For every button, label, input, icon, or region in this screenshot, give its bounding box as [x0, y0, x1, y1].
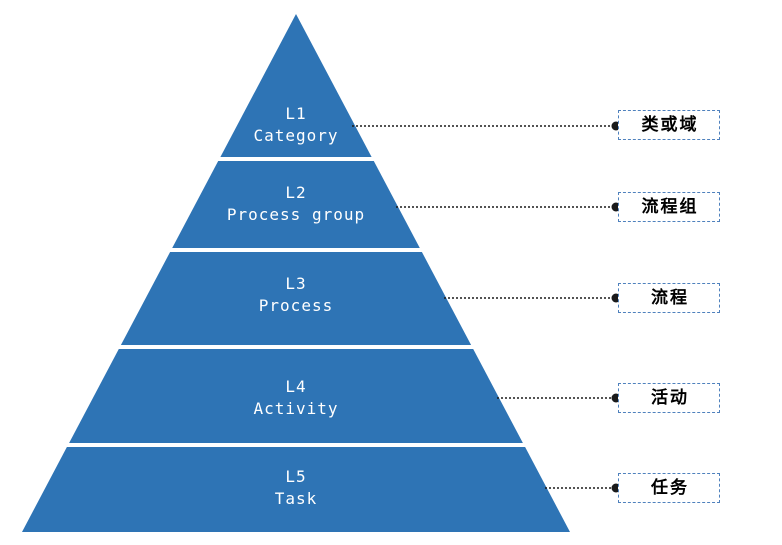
- callout-box-3: 流程: [618, 283, 720, 313]
- pyramid-level-2-shape: [172, 161, 420, 248]
- pyramid-level-4-shape: [69, 349, 523, 443]
- callout-text-2: 流程组: [641, 196, 699, 217]
- callout-text-1: 类或域: [641, 114, 699, 135]
- callout-text-3: 流程: [651, 287, 689, 308]
- pyramid-level-1-shape: [220, 14, 372, 157]
- pyramid-level-3-shape: [120, 252, 472, 345]
- callout-box-5: 任务: [618, 473, 720, 503]
- pyramid-level-5-shape: [22, 447, 570, 532]
- callout-text-4: 活动: [651, 387, 689, 408]
- callout-box-2: 流程组: [618, 192, 720, 222]
- callout-box-1: 类或域: [618, 110, 720, 140]
- callout-box-4: 活动: [618, 383, 720, 413]
- callout-text-5: 任务: [651, 477, 689, 498]
